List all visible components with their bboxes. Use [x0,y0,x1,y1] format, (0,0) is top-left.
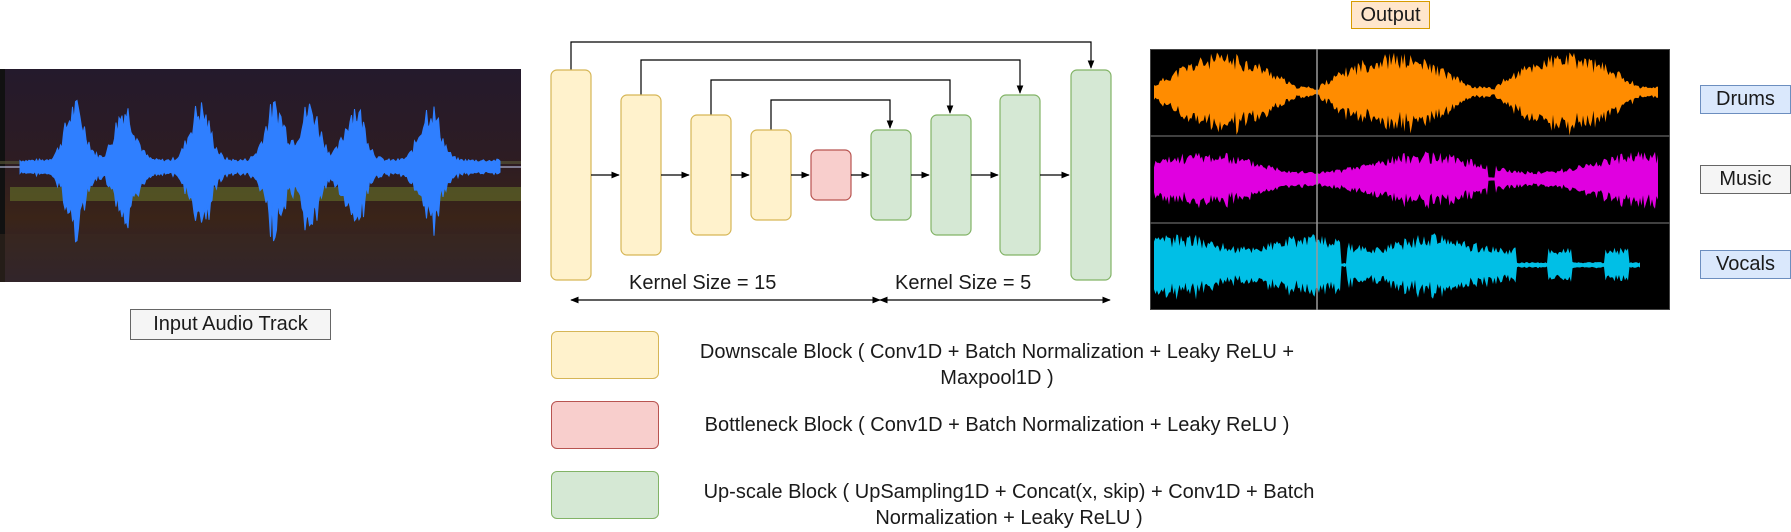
skip-connection-2 [640,59,1024,95]
unet-diagram [550,41,1112,304]
legend-swatch-downscale [551,331,659,379]
legend-bottleneck-text: Bottleneck Block ( Conv1D + Batch Normal… [704,414,1290,436]
stem-label-drums: Drums [1700,85,1791,114]
input-waveform [19,99,501,243]
music-waveform [1154,151,1658,209]
upscale-block-3 [999,94,1041,256]
skip-connection-3 [710,79,954,115]
input-spectrogram [0,69,521,282]
downscale-block-3 [690,114,732,236]
upscale-block-4 [1070,69,1112,281]
kernel-size-15-label: Kernel Size = 15 [629,272,777,294]
legend-downscale-text: Downscale Block ( Conv1D + Batch Normali… [699,341,1295,389]
bottleneck-block [810,149,852,201]
vocals-waveform [1154,233,1640,300]
downscale-block-1 [550,69,592,281]
input-label: Input Audio Track [130,309,331,340]
output-label: Output [1351,1,1430,29]
downscale-block-2 [620,94,662,256]
skip-connection-4 [770,99,894,130]
legend-swatch-upscale [551,471,659,519]
legend-upscale-text: Up-scale Block ( UpSampling1D + Concat(x… [703,481,1315,529]
upscale-block-1 [870,129,912,221]
kernel-size-5-label: Kernel Size = 5 [895,272,1032,294]
drums-waveform [1154,52,1658,136]
downscale-block-4 [750,129,792,221]
stem-label-music: Music [1700,165,1791,194]
legend-swatch-bottleneck [551,401,659,449]
output-stems-panel [1150,49,1670,310]
upscale-block-2 [930,114,972,236]
skip-connection-1 [570,41,1095,70]
stem-label-vocals: Vocals [1700,250,1791,279]
